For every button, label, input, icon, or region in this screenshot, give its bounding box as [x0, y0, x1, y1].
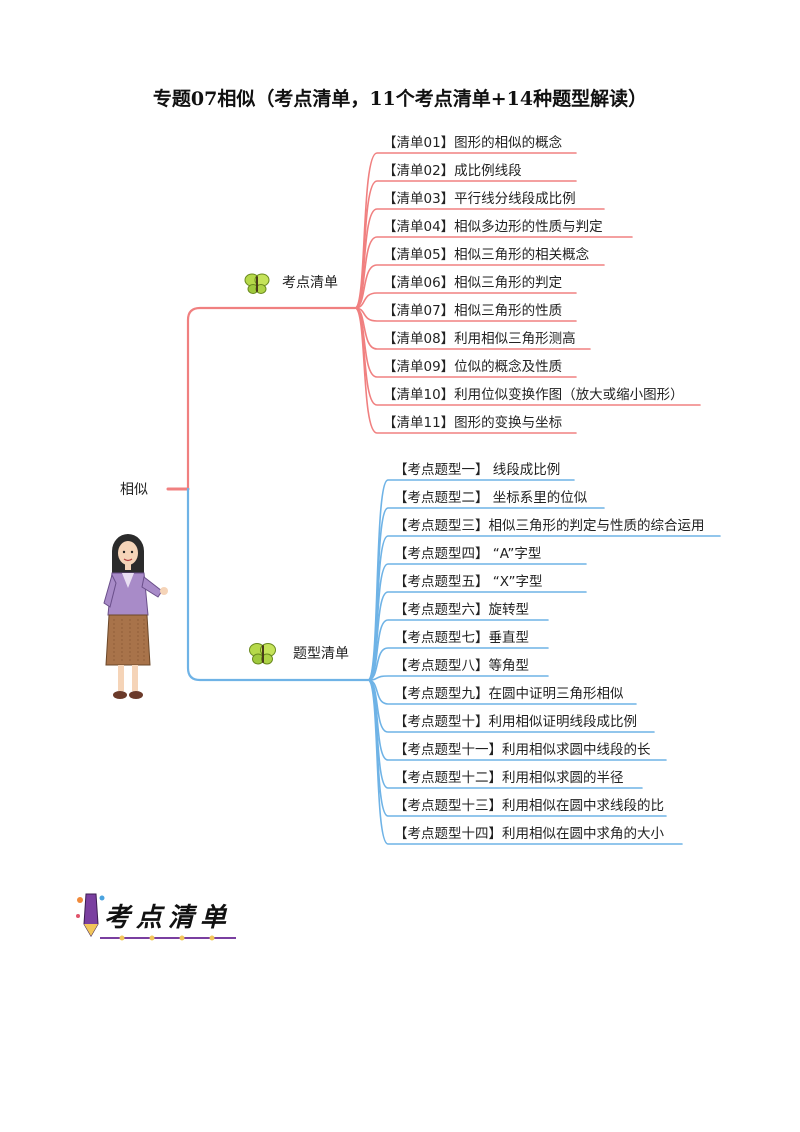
- butterfly-icon: [244, 273, 270, 294]
- branch-label-tixing: 题型清单: [293, 646, 349, 662]
- heading-underline: [100, 935, 236, 941]
- branch-connector: [186, 306, 357, 491]
- teacher-illustration: [103, 534, 168, 699]
- pen-icon: [76, 893, 105, 937]
- mindmap-leaf: 【清单06】相似三角形的判定: [383, 275, 563, 291]
- mindmap-leaf: 【清单03】平行线分线段成比例: [383, 191, 576, 207]
- mindmap-leaf: 【清单02】成比例线段: [383, 163, 522, 179]
- leaf-connector: [354, 236, 633, 309]
- mindmap-root: 相似: [120, 482, 148, 498]
- mindmap-leaf: 【考点题型十三】利用相似在圆中求线段的比: [394, 798, 664, 814]
- mindmap-leaf: 【考点题型十四】利用相似在圆中求角的大小: [394, 826, 664, 842]
- leaf-connector: [354, 292, 577, 309]
- mindmap-leaf: 【考点题型四】 “A”字型: [394, 546, 542, 562]
- mindmap-leaf: 【清单10】利用位似变换作图（放大或缩小图形）: [383, 387, 684, 403]
- mindmap-leaf: 【考点题型七】垂直型: [394, 630, 529, 646]
- leaf-connector: [354, 307, 577, 434]
- mindmap-leaf: 【考点题型六】旋转型: [394, 602, 529, 618]
- leaf-connector: [367, 647, 549, 681]
- leaf-connector: [367, 675, 549, 681]
- leaf-connector: [354, 264, 605, 309]
- mindmap-leaf: 【清单01】图形的相似的概念: [383, 135, 563, 151]
- mindmap-leaf: 【考点题型八】等角型: [394, 658, 529, 674]
- mindmap-leaf: 【考点题型二】 坐标系里的位似: [394, 490, 588, 506]
- mindmap-leaf: 【清单11】图形的变换与坐标: [383, 415, 563, 431]
- page-title: 专题07相似（考点清单，11个考点清单+14种题型解读）: [152, 88, 648, 110]
- mindmap-leaf: 【清单05】相似三角形的相关概念: [383, 247, 590, 263]
- mindmap-leaf: 【清单07】相似三角形的性质: [383, 303, 563, 319]
- mindmap-leaf: 【清单04】相似多边形的性质与判定: [383, 219, 603, 235]
- branch-label-kaodian: 考点清单: [282, 275, 338, 291]
- mindmap-leaf: 【考点题型一】 线段成比例: [394, 462, 561, 478]
- mindmap-leaf: 【考点题型九】在圆中证明三角形相似: [394, 686, 624, 702]
- leaf-connector: [367, 679, 683, 845]
- mindmap-leaf: 【清单08】利用相似三角形测高: [383, 331, 576, 347]
- mindmap-leaf: 【考点题型十二】利用相似求圆的半径: [394, 770, 624, 786]
- mindmap-leaf: 【考点题型五】 “X”字型: [394, 574, 543, 590]
- mindmap-leaf: 【考点题型十一】利用相似求圆中线段的长: [394, 742, 651, 758]
- leaf-connector: [367, 619, 549, 681]
- butterfly-icon: [249, 643, 276, 665]
- section-heading: 考点清单: [104, 903, 233, 933]
- branch-connector: [186, 487, 370, 682]
- mindmap-leaf: 【考点题型十】利用相似证明线段成比例: [394, 714, 637, 730]
- mindmap-leaf: 【清单09】位似的概念及性质: [383, 359, 563, 375]
- mindmap-leaf: 【考点题型三】相似三角形的判定与性质的综合运用: [394, 518, 705, 534]
